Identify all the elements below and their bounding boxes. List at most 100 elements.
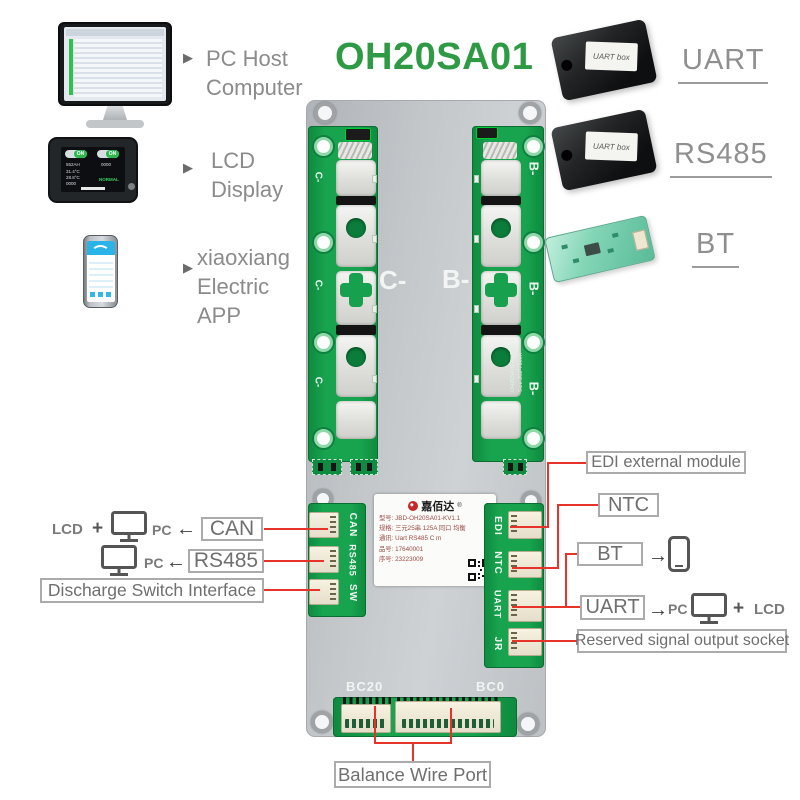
ntc-connector [508,551,542,578]
ntc-line [512,567,557,569]
silk-c-minus: C- [312,376,324,388]
screw-hole [311,711,333,733]
port-label-edi: EDI [492,516,503,536]
balance-line [374,706,376,744]
brand-row: 嘉佰达 ® [379,498,491,514]
busbar-segment [481,401,521,439]
monitor-stand [103,106,127,120]
pointer-triangle-icon: ▶ [183,260,193,275]
lcd-toggle-right: ON [97,150,119,158]
pc-monitor-screen [64,27,166,101]
edi-line [510,526,549,528]
pcb-pad [524,137,543,156]
discharge-line [264,589,320,591]
label-part-no: 品号: 17640001 [379,545,424,553]
plus-sign: + [92,518,104,539]
smd-part [474,235,479,243]
bt-module-part [611,232,619,238]
board-version-line1: OH20SA01-FET V1.1 [510,339,516,392]
footprint [503,459,527,475]
pc-software-green-bar [69,39,73,95]
balance-line [412,742,414,764]
board-size-line2: Size:202*75mm [518,353,525,392]
reserved-line [512,640,577,642]
app-icon [90,292,95,297]
fet-gap [336,196,376,205]
edi-line [547,462,549,528]
pcb-pad [524,233,543,252]
pin-comb [397,697,501,704]
pc-text: PC [152,522,172,538]
lcd-toggle-left: ON [65,150,87,158]
phone-screen [87,241,115,302]
sw-connector [309,579,339,605]
smd-part [474,305,479,313]
silk-c-minus: C- [312,279,324,291]
screw-hole [517,713,539,735]
silk-b-minus: B- [526,161,542,176]
label-spec: 规格: 三元25串 125A 同口 均衡 [379,525,466,533]
silk-c-minus: C- [312,171,324,183]
app-label: xiaoxiang Electric APP [197,243,290,330]
monitor-base [86,120,144,128]
app-icon [98,292,103,297]
discharge-switch-callout: Discharge Switch Interface [40,578,264,603]
rs485-module-image: UART box [550,108,658,192]
busbar-hole [491,347,511,367]
busbar-segment [481,160,521,196]
bt-module-image [544,214,656,284]
lcd-button [128,183,135,190]
smd-part [372,375,377,383]
fet-gap [481,325,521,335]
app-icon [106,292,111,297]
busbar-hole [346,347,366,367]
phone-icon [668,536,690,572]
port-label-can: CAN [347,512,358,538]
app-label-line2: Electric [197,274,270,300]
pcb-pad [524,333,543,352]
port-label-uart: UART [492,590,503,619]
port-label-ntc: NTC [492,551,503,575]
phone-image [83,235,118,308]
silk-b-minus: B- [526,281,542,296]
b-minus-label: B- [442,264,470,294]
lcd-dial: 0000 [101,162,112,167]
edi-callout: EDI external module [586,451,746,474]
lcd-value: 0000 [66,181,77,186]
solder-blob [338,142,372,159]
screw-hole [519,102,541,124]
board-version-text: OH20SA01-FET V1.1 Size:202*75mm [509,339,526,392]
balance-connector-large [395,701,501,733]
lcd-temp1: 31.4°C [66,169,80,174]
pc-software-table [74,39,162,97]
footprint [312,459,342,475]
bt-module-part [561,244,568,250]
ntc-line [557,504,559,569]
lcd-text: LCD [52,521,83,538]
label-serial-no: 序号: 23223009 [379,555,424,563]
pcb-pad [524,429,543,448]
uart-module-image: UART box [550,18,658,102]
rs485-module-sticker: UART box [584,131,638,162]
rs485-line [264,560,324,562]
bt-line [565,553,567,608]
lcd-on-left: ON [74,150,87,158]
label-comm: 通讯: Uart RS485 C m [379,535,442,543]
label-model: 型号: JBD-OH20SA01-KV1.1 [379,515,461,522]
can-callout: CAN [201,517,263,541]
edi-line [547,462,586,464]
smd-part [474,375,479,383]
bt-label: BT [692,228,740,268]
app-gauge-arc [91,245,110,261]
can-connector [309,512,339,538]
pc-monitor-icon [111,511,147,542]
pcb-pad [314,429,333,448]
app-header [87,241,115,255]
ntc-callout: NTC [598,493,659,517]
uart-module-hole [560,58,574,72]
balance-connector-small [341,704,391,733]
busbar-hole [491,218,511,238]
busbar-hole [346,218,366,238]
small-connector [476,127,498,139]
